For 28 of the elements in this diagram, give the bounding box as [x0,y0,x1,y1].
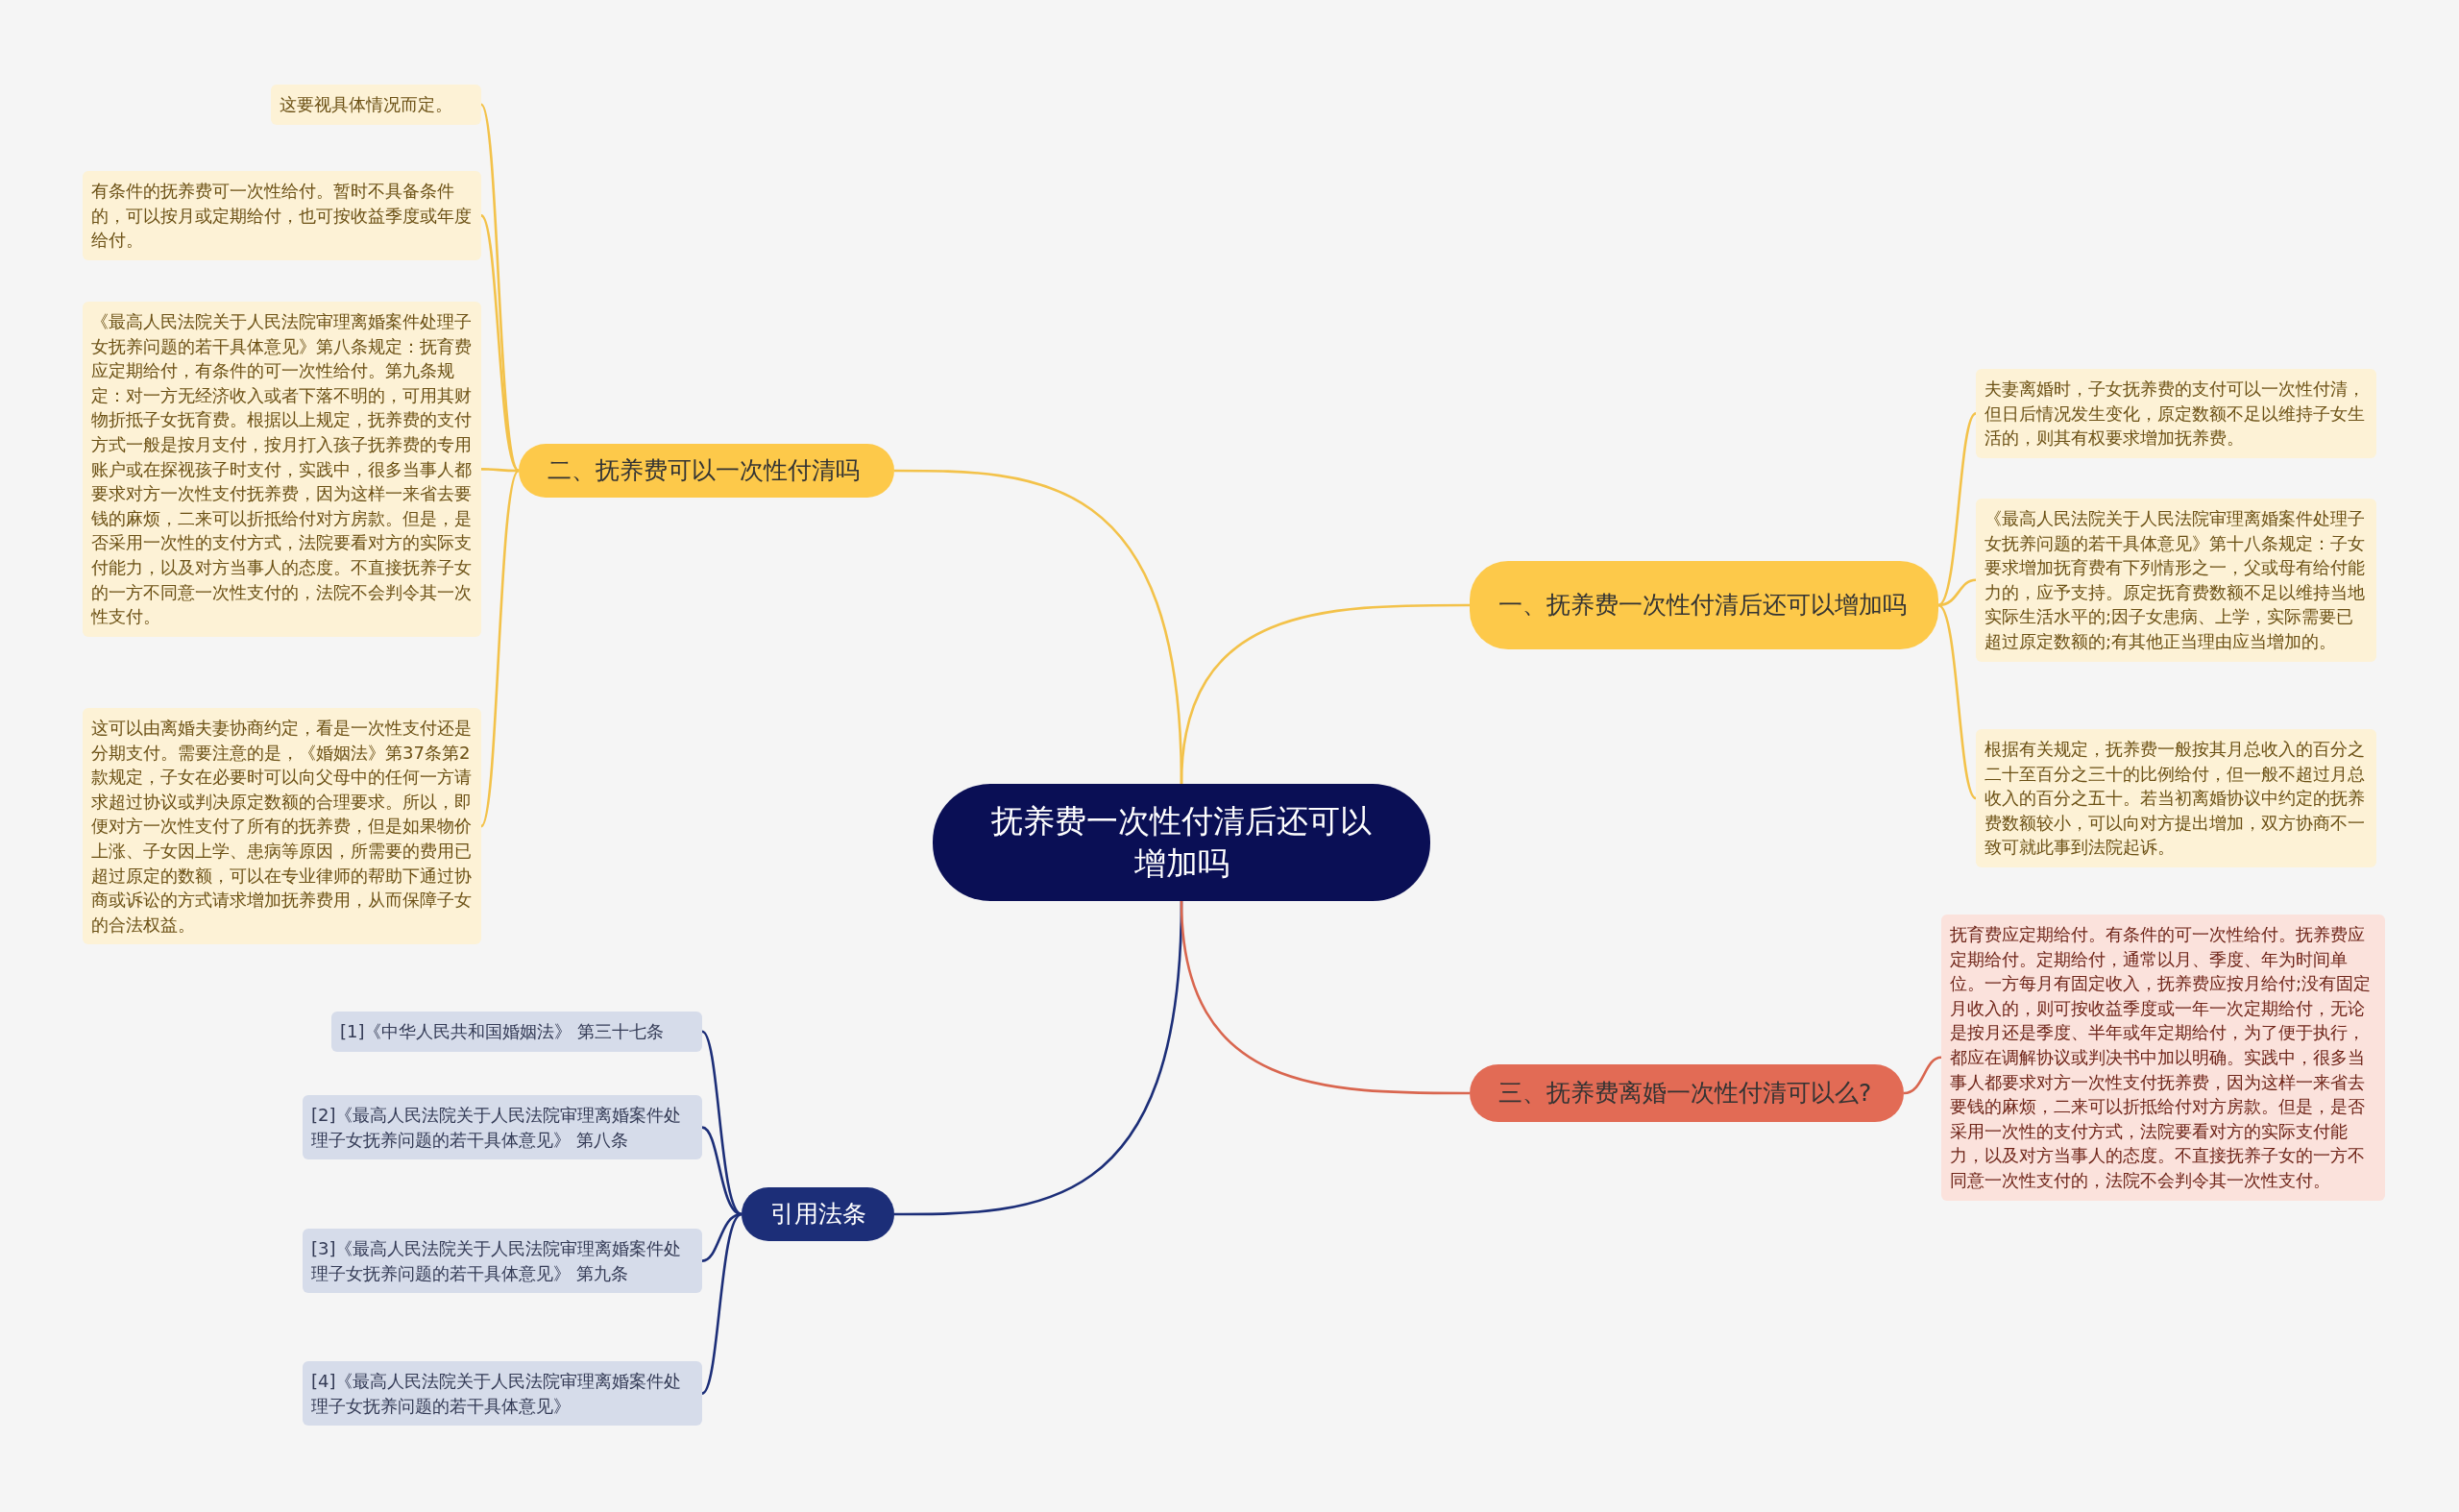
note-card: 抚育费应定期给付。有条件的可一次性给付。抚养费应定期给付。定期给付，通常以月、季度、年为时间单位。一方每月有固定收入，抚养费应按月给付;没有固定月收入的，则可按收益季度或一年一次定期给付，无论是按月还是季度、半年或年定期给付，为了便于执行，都应在调解协议或判决书中加以明确。实践中，很多当事人都要求对方一次性支付抚养费，因为这样一来省去要钱的麻烦，二来可以折抵给付对方房款。但是，是否采用一次性的支付方式，法院要看对方的实际支付能力，以及对方当事人的态度。不直接抚养子女的一方不同意一次性支付的，法院不会判令其一次性支付。 [1941,915,2385,1201]
connector-line [481,468,519,473]
note-card: 根据有关规定，抚养费一般按其月总收入的百分之二十至百分之三十的比例给付，但一般不超过月总收入的百分之五十。若当初离婚协议中约定的抚养费数额较小，可以向对方提出增加，双方协商不一致可就此事到法院起诉。 [1976,729,2376,867]
topic-pill: 三、抚养费离婚一次性付清可以么? [1470,1064,1904,1122]
connector-line [701,1126,743,1216]
citation-card: [4]《最高人民法院关于人民法院审理离婚案件处理子女抚养问题的若干具体意见》 [303,1361,702,1427]
note-card: 有条件的抚养费可一次性给付。暂时不具备条件的，可以按月或定期给付，也可按收益季度或年度给付。 [83,171,481,260]
connector-line [479,470,521,827]
connector-line [1903,1056,1942,1095]
connector-line [1937,578,1977,607]
connector-line [1180,603,1470,785]
citation-card: [3]《最高人民法院关于人民法院审理离婚案件处理子女抚养问题的若干具体意见》 第九条 [303,1229,702,1294]
note-card: 夫妻离婚时，子女抚养费的支付可以一次性付清，但日后情况发生变化，原定数额不足以维持子女生活的，则其有权要求增加抚养费。 [1976,369,2376,458]
central-topic: 抚养费一次性付清后还可以增加吗 [933,784,1430,901]
topic-pill: 二、抚养费可以一次性付清吗 [519,444,894,498]
connector-line [1180,900,1470,1095]
connector-line [1937,412,1977,606]
note-card: 《最高人民法院关于人民法院审理离婚案件处理子女抚养问题的若干具体意见》第十八条规定：子女要求增加抚育费有下列情形之一，父或母有给付能力的，应予支持。原定抚育费数额不足以维持当地实际生活水平的;因子女患病、上学，实际需要已超过原定数额的;有其他正当理由应当增加的。 [1976,499,2376,662]
connector-line [701,1212,743,1395]
connector-line [480,214,520,472]
note-card: 这要视具体情况而定。 [271,85,481,125]
note-card: 《最高人民法院关于人民法院审理离婚案件处理子女抚养问题的若干具体意见》第八条规定：抚育费应定期给付，有条件的可一次性给付。第九条规定：对一方无经济收入或者下落不明的，可用其财物折抵子女抚育费。根据以上规定，抚养费的支付方式一般是按月支付，按月打入孩子抚养费的专用账户或在探视孩子时支付，实践中，很多当事人都要求对方一次性支付抚养费，因为这样一来省去要钱的麻烦，二来可以折抵给付对方房款。但是，是否采用一次性的支付方式，法院要看对方的实际支付能力，以及对方当事人的态度。不直接抚养子女的一方不同意一次性支付的，法院不会判令其一次性支付。 [83,302,481,637]
note-card: 这可以由离婚夫妻协商约定，看是一次性支付还是分期支付。需要注意的是，《婚姻法》第37条第2款规定，子女在必要时可以向父母中的任何一方请求超过协议或判决原定数额的合理要求。所以，即便对方一次性支付了所有的抚养费，但是如果物价上涨、子女因上学、患病等原因，所需要的费用已超过原定的数额，可以在专业律师的帮助下通过协商或诉讼的方式请求增加抚养费用，从而保障子女的合法权益。 [83,708,481,945]
topic-pill: 一、抚养费一次性付清后还可以增加吗 [1470,561,1938,649]
connector-line [1937,604,1977,799]
citation-card: [2]《最高人民法院关于人民法院审理离婚案件处理子女抚养问题的若干具体意见》 第八条 [303,1095,702,1160]
citation-card: [1]《中华人民共和国婚姻法》 第三十七条 [331,1012,702,1052]
topic-pill: 引用法条 [742,1187,894,1241]
